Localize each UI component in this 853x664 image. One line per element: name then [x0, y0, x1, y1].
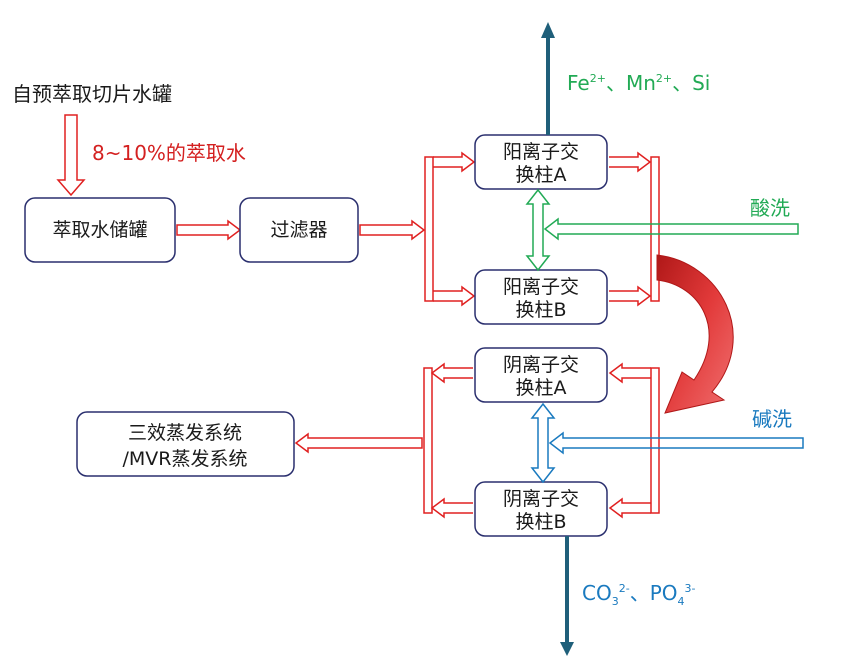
alkali-wash-label: 碱洗 [752, 407, 792, 431]
feed-label: 8~10%的萃取水 [92, 141, 246, 165]
arrow-tank-to-filter [176, 219, 242, 241]
acid-wash-line [525, 188, 799, 272]
cation-column-b: 阳离子交 换柱B [474, 269, 608, 325]
anion-column-b-line1: 阴离子交 [503, 488, 579, 510]
cation-to-anion-transfer-arrow [656, 254, 734, 414]
source-label: 自预萃取切片水罐 [12, 82, 172, 106]
arrow-to-evaporator [294, 432, 423, 454]
cation-column-a: 阳离子交 换柱A [474, 134, 608, 190]
acid-wash-label: 酸洗 [750, 196, 790, 220]
filter-box: 过滤器 [239, 197, 359, 263]
anion-column-a-line1: 阴离子交 [503, 354, 579, 376]
alkali-wash-line [530, 402, 804, 484]
anion-inlet-manifold [608, 362, 660, 519]
cation-outlet-manifold [609, 151, 660, 307]
evaporator-box: 三效蒸发系统 /MVR蒸发系统 [76, 411, 295, 477]
cation-column-b-line1: 阳离子交 [503, 276, 579, 298]
cation-output-arrow [541, 22, 555, 135]
cation-column-b-line2: 换柱B [515, 299, 566, 321]
cation-column-a-line1: 阳离子交 [503, 141, 579, 163]
anion-column-b-line2: 换柱B [515, 511, 566, 533]
anion-column-a-line2: 换柱A [516, 377, 567, 399]
anion-outlet-manifold [423, 362, 473, 519]
storage-tank-label: 萃取水储罐 [52, 219, 147, 241]
filter-label: 过滤器 [270, 219, 327, 241]
anion-output-arrow [560, 536, 574, 656]
anion-output-label: CO32-、PO43- [582, 581, 695, 608]
cation-column-a-line2: 换柱A [516, 164, 567, 186]
storage-tank-box: 萃取水储罐 [24, 197, 176, 263]
arrow-filter-to-splitter [359, 219, 426, 241]
evaporator-line1: 三效蒸发系统 [128, 422, 242, 444]
cation-inlet-manifold [424, 151, 476, 307]
evaporator-line2: /MVR蒸发系统 [123, 448, 248, 470]
feed-down-arrow [56, 114, 86, 197]
anion-column-a: 阴离子交 换柱A [474, 347, 608, 403]
cation-output-label: Fe2+、Mn2+、Si [567, 71, 710, 95]
anion-column-b: 阴离子交 换柱B [474, 481, 608, 537]
